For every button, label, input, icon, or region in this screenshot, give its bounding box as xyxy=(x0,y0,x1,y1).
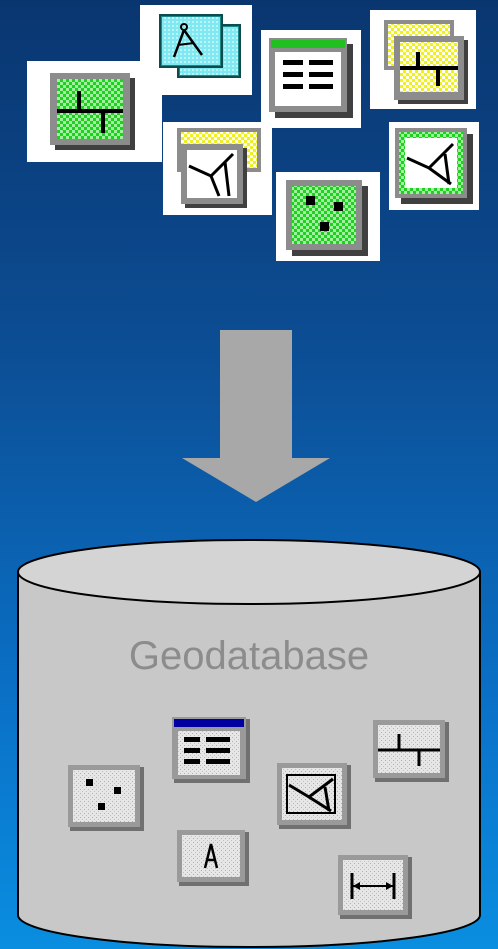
table-icon xyxy=(172,717,250,783)
network-feature-icon xyxy=(277,763,351,829)
dimension-icon xyxy=(338,855,412,919)
line-feature-icon xyxy=(373,720,449,782)
point-feature-icon xyxy=(68,765,144,831)
line-feature-dataset-icon xyxy=(370,10,476,109)
line-feature-class-icon xyxy=(27,61,162,162)
table-icon xyxy=(261,30,361,128)
compass-tool-icon xyxy=(140,5,252,95)
annotation-icon xyxy=(177,830,249,886)
network-feature-dataset-icon xyxy=(163,122,272,215)
geodatabase-label: Geodatabase xyxy=(128,634,370,678)
network-feature-class-icon xyxy=(389,122,479,210)
point-feature-class-icon xyxy=(276,172,380,261)
